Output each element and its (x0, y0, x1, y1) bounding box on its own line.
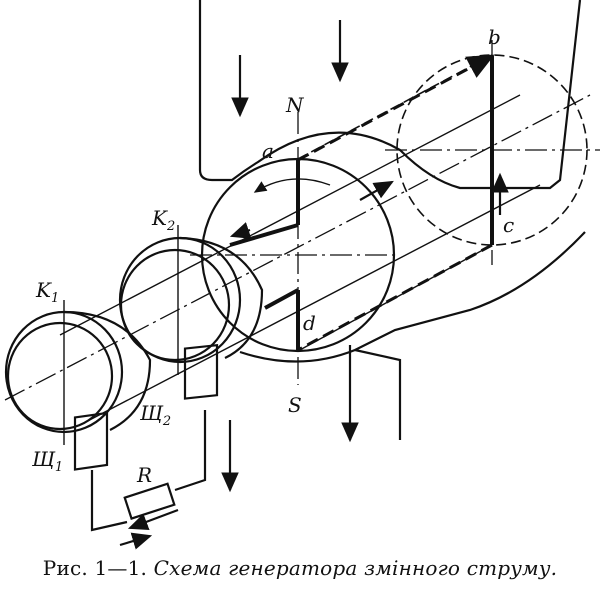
caption-prefix: Рис. 1—1. (42, 556, 148, 580)
shaft-line-upper (59, 94, 521, 336)
label-brush-1: Щ1 (31, 447, 63, 475)
coil-current-arrow (359, 180, 394, 201)
label-resistor: R (136, 463, 152, 487)
label-point-a: a (262, 139, 274, 163)
coil-lead-1 (264, 288, 299, 310)
caption-text: Схема генератора змінного струму. (153, 556, 558, 580)
external-wire-2 (174, 410, 207, 492)
north-pole-shape (198, 0, 582, 190)
label-point-d: d (303, 311, 316, 335)
slip-ring-k1-inner (6, 321, 114, 431)
coil-lead-2b (229, 223, 299, 247)
current-arrow-external-2 (119, 532, 153, 550)
slip-ring-k1-body (63, 310, 152, 431)
label-ring-k1: K1 (35, 278, 59, 306)
coil-side-ab (297, 54, 495, 162)
slip-ring-k2-inner (119, 248, 231, 362)
external-wire-1 (90, 470, 128, 532)
coil-side-cd (297, 243, 493, 352)
south-pole-edge (354, 348, 402, 440)
label-point-c: c (503, 213, 514, 237)
slip-ring-k2-body (179, 236, 264, 359)
label-south: S (288, 393, 302, 417)
coil-current-arrow (229, 222, 252, 239)
shaft-line-lower (79, 184, 541, 426)
south-pole-shape (239, 231, 586, 363)
label-ring-k2: K2 (151, 206, 175, 234)
rotation-arrow (253, 178, 331, 193)
shaft-axis (4, 94, 591, 401)
label-point-b: b (488, 25, 501, 49)
resistor (123, 482, 176, 520)
brush-1 (73, 411, 109, 471)
label-brush-2: Щ2 (139, 401, 171, 429)
label-north: N (285, 93, 305, 117)
brush-2 (183, 343, 219, 400)
figure-caption: Рис. 1—1. Схема генератора змінного стру… (0, 556, 600, 580)
current-arrow-external (127, 508, 179, 531)
